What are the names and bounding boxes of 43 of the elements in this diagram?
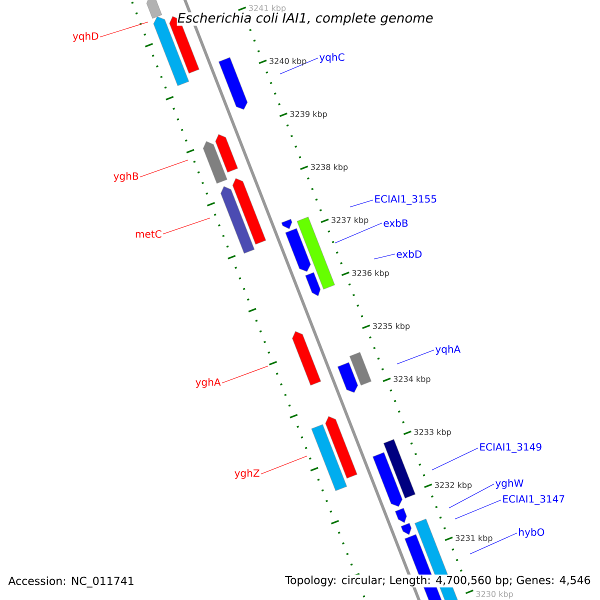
gene-label: yqhC	[320, 53, 344, 63]
leader-line	[222, 366, 268, 384]
gene-label: ECIAI1_3155	[375, 195, 436, 205]
tick-label: 3233 kbp	[414, 428, 451, 437]
gene-label: hybO	[519, 528, 544, 538]
leader-line	[162, 218, 210, 234]
leader-line	[454, 500, 502, 520]
gene-label: ECIAI1_3149	[480, 443, 542, 453]
gene-label: yqhA	[436, 345, 461, 355]
gene-label: yghZ	[234, 469, 260, 479]
gene-label: yqhD	[72, 32, 98, 42]
gene-label: yghA	[196, 378, 221, 388]
accession-text: Accession: NC_011741	[6, 574, 136, 590]
gene-label: yghW	[496, 479, 524, 489]
leader-line	[140, 160, 188, 178]
genome-info-text: Topology: circular; Length: 4,700,560 bp; Genes: 4,546	[284, 574, 592, 588]
title: Escherichia coli IAI1, complete genome	[176, 12, 434, 26]
gene-label: metC	[136, 230, 162, 238]
leader-line	[396, 350, 434, 364]
tick-label: 3239 kbp	[290, 110, 327, 119]
tick-label: 3235 kbp	[373, 322, 410, 331]
gene-label: exbB	[384, 219, 408, 227]
tick-label: 3232 kbp	[435, 482, 472, 490]
gene-label: exbD	[396, 250, 422, 258]
leader-line	[432, 448, 478, 470]
leader-line	[280, 58, 318, 74]
leader-line	[350, 200, 374, 208]
tick-label: 3240 kbp	[270, 58, 306, 66]
leader-line	[374, 254, 396, 260]
tick-label: 3231 kbp	[456, 534, 492, 543]
tick-label: 3234 kbp	[394, 376, 430, 384]
tick-label: 3241 kbp	[249, 4, 286, 13]
leader-line	[470, 532, 518, 554]
leader-line	[448, 484, 494, 508]
gene-label: yghB	[114, 172, 138, 182]
leader-line	[100, 22, 148, 38]
tick-label: 3230 kbp	[476, 590, 513, 599]
gene-label: ECIAI1_3147	[503, 495, 564, 505]
leader-line	[334, 222, 382, 244]
tick-label: 3237 kbp	[332, 216, 368, 225]
tick-label: 3238 kbp	[311, 164, 348, 172]
tick-label: 3236 kbp	[352, 270, 389, 278]
leader-line	[260, 456, 308, 474]
